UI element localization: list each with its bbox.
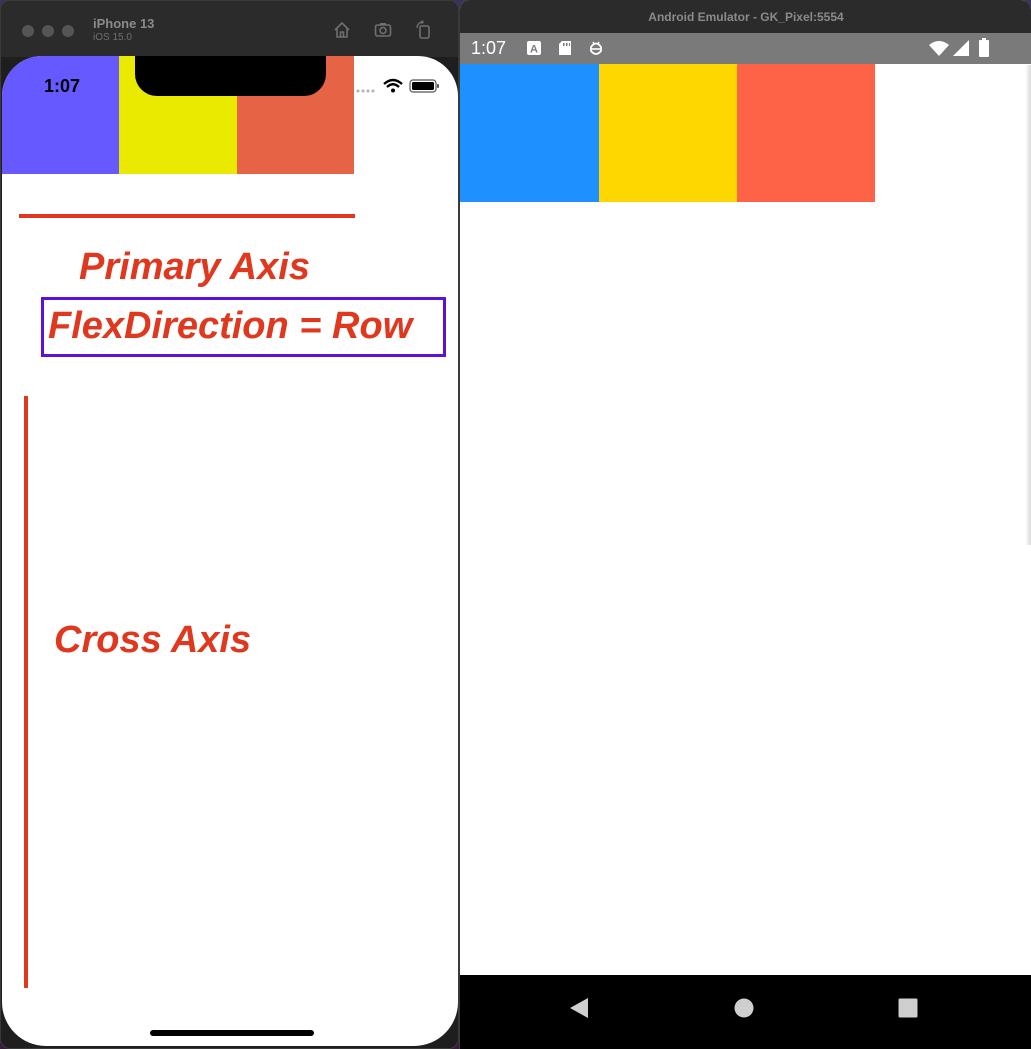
- svg-text:A: A: [530, 44, 538, 56]
- minimize-window-button[interactable]: [42, 25, 54, 37]
- notch: [135, 56, 326, 96]
- android-window-title: Android Emulator - GK_Pixel:5554: [648, 10, 844, 24]
- android-box-2: [599, 64, 737, 202]
- screenshot-icon[interactable]: [373, 20, 393, 40]
- ios-titlebar: iPhone 13 iOS 15.0: [1, 1, 458, 57]
- simulator-os-version: iOS 15.0: [93, 32, 132, 43]
- flex-direction-label: FlexDirection = Row: [48, 305, 413, 347]
- close-window-button[interactable]: [22, 25, 34, 37]
- simulator-device-name: iPhone 13: [93, 16, 155, 31]
- ios-phone-screen: 1:07 Primary Axis FlexDirection = Row: [2, 56, 458, 1046]
- android-box-1: [460, 64, 599, 202]
- font-icon: A: [527, 41, 541, 56]
- rotate-icon[interactable]: [414, 20, 434, 40]
- android-emulator-window: Android Emulator - GK_Pixel:5554 1:07 A: [459, 0, 1031, 1049]
- flex-direction-highlight-box: [41, 297, 446, 357]
- debug-icon: [590, 41, 602, 55]
- primary-axis-line: [19, 214, 355, 218]
- cross-axis-label: Cross Axis: [54, 619, 252, 661]
- battery-icon: [979, 38, 989, 57]
- ios-box-1: [2, 56, 119, 174]
- back-icon[interactable]: [568, 997, 590, 1019]
- ios-home-indicator[interactable]: [150, 1030, 314, 1036]
- edge-shade: [1025, 65, 1031, 545]
- primary-axis-label: Primary Axis: [79, 246, 310, 288]
- wifi-icon: [383, 78, 403, 93]
- sd-card-icon: [559, 41, 571, 55]
- home-icon[interactable]: [332, 20, 352, 40]
- ios-status-time: 1:07: [44, 76, 81, 96]
- android-nav-bar: [460, 975, 1031, 1049]
- signal-dots-icon: [356, 89, 375, 93]
- android-titlebar: Android Emulator - GK_Pixel:5554: [460, 0, 1031, 33]
- android-status-time: 1:07: [471, 38, 507, 58]
- signal-icon: [953, 40, 969, 56]
- cross-axis-line: [24, 396, 28, 988]
- recents-icon[interactable]: [898, 998, 918, 1018]
- android-box-3: [737, 64, 875, 202]
- home-icon[interactable]: [734, 998, 754, 1018]
- android-status-bar: 1:07 A: [460, 33, 1031, 64]
- wifi-icon: [929, 41, 949, 56]
- zoom-window-button[interactable]: [62, 25, 74, 37]
- battery-icon: [409, 79, 439, 93]
- ios-status-icons: [356, 78, 439, 93]
- ios-simulator-window: iPhone 13 iOS 15.0 1:07: [0, 0, 459, 1049]
